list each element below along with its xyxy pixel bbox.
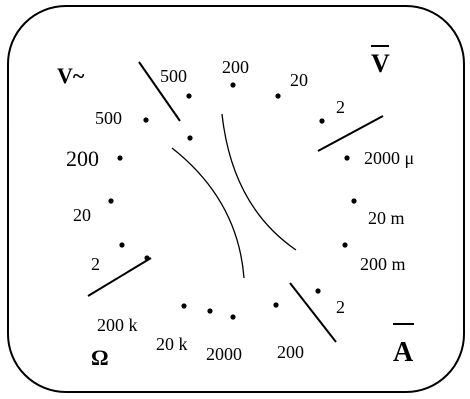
dial-frame	[7, 5, 465, 393]
divider-top-left	[138, 61, 181, 122]
label-dca-2: 2	[336, 297, 345, 317]
label-ohm-2: 2	[91, 254, 100, 274]
dot-center	[187, 135, 193, 141]
dot-ohm-20k	[207, 308, 213, 314]
pointer-curve-right	[221, 113, 297, 251]
dot-dcv-2	[319, 118, 325, 124]
label-dcv-200: 200	[222, 57, 249, 77]
range-dots	[108, 82, 357, 320]
dot-ac-200	[117, 155, 123, 161]
dc-voltage-symbol: V	[371, 49, 390, 78]
dot-ohm-200	[273, 302, 279, 308]
resistance-symbol: Ω	[91, 345, 109, 370]
label-ohm-200k: 200 k	[97, 315, 138, 335]
label-ohm-20k: 20 k	[156, 334, 188, 354]
dc-current-symbol: A	[393, 337, 414, 368]
ac-voltage-symbol: V~	[57, 63, 85, 88]
label-dcv-500: 500	[160, 66, 187, 86]
pointer-curve-left	[171, 147, 245, 279]
label-dcv-2: 2	[336, 97, 345, 117]
label-dca-2000u: 2000 μ	[364, 148, 414, 168]
label-dca-20m: 20 m	[368, 208, 405, 228]
label-dcv-20: 20	[290, 70, 308, 90]
label-dca-200m: 200 m	[360, 254, 406, 274]
dot-dca-200m	[342, 242, 348, 248]
dot-dcv-500	[186, 93, 192, 99]
dot-ohm-20	[108, 198, 114, 204]
dot-ohm-200k-a	[144, 255, 150, 261]
divider-bottom-right	[289, 282, 337, 343]
dot-ac-500	[143, 117, 149, 123]
dot-dca-20m	[351, 198, 357, 204]
dot-ohm-2000	[230, 314, 236, 320]
dot-dcv-20	[275, 93, 281, 99]
divider-left-lower	[87, 257, 152, 297]
label-ohm-2000: 2000	[206, 344, 242, 364]
dot-dca-2	[315, 288, 321, 294]
label-ohm-200: 200	[277, 342, 304, 362]
label-ac-500: 500	[95, 108, 122, 128]
dot-ohm-2	[119, 242, 125, 248]
dot-ohm-200k	[181, 303, 187, 309]
dot-dcv-200	[230, 82, 236, 88]
divider-right-upper	[317, 115, 384, 152]
label-ac-200: 200	[66, 146, 99, 171]
label-ohm-20: 20	[73, 205, 91, 225]
dot-dca-2000u	[344, 155, 350, 161]
